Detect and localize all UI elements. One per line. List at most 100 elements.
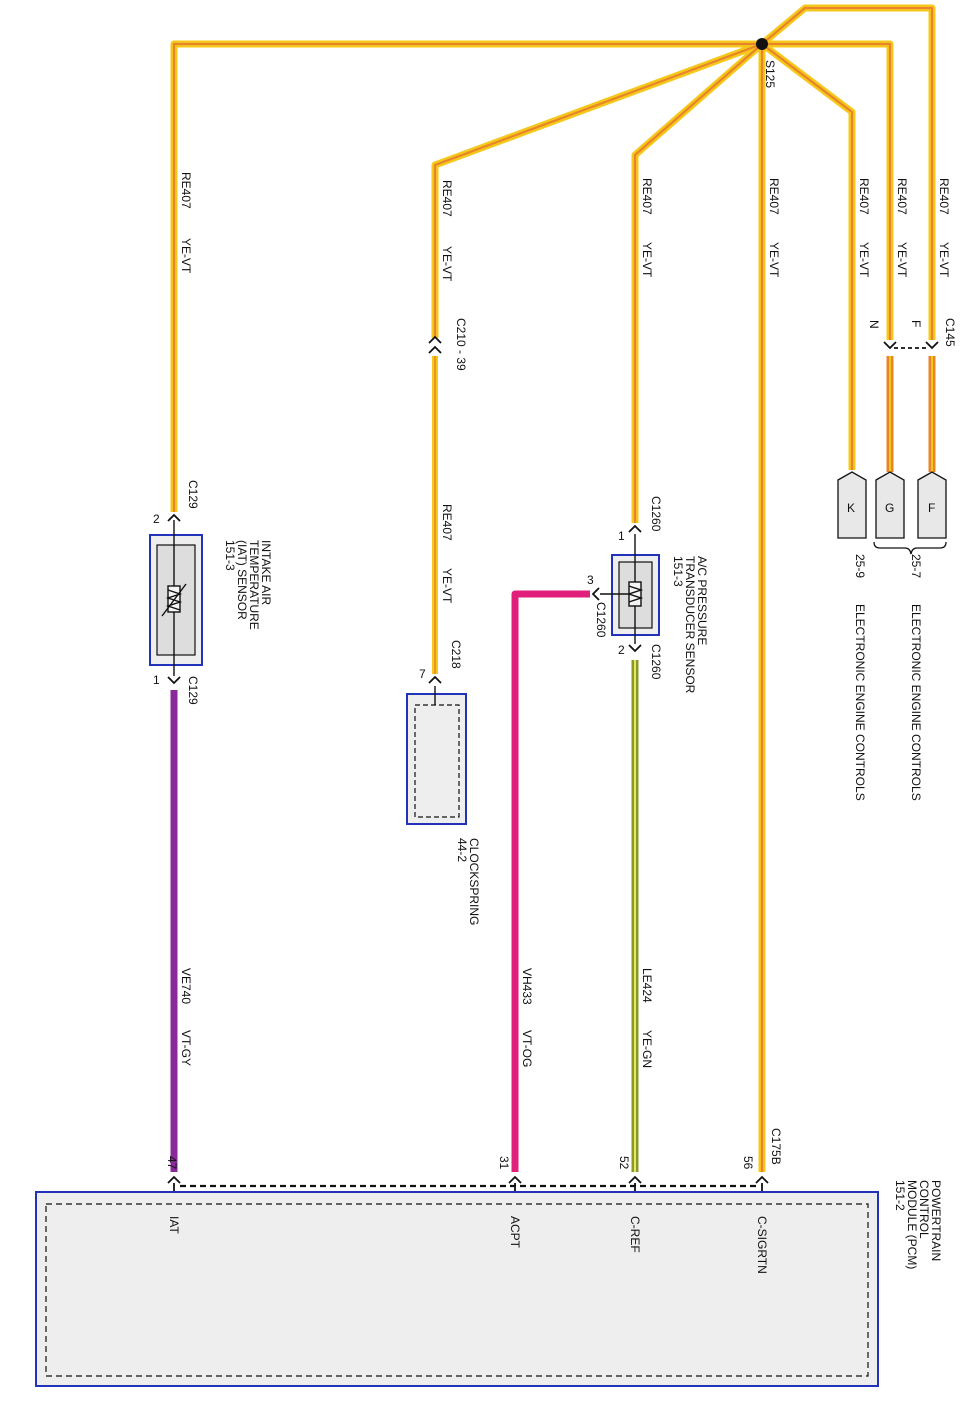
pcm-module: POWERTRAIN CONTROL MODULE (PCM) 151-2 47… [35, 1156, 943, 1387]
pin-number: 7 [419, 667, 426, 681]
component-label: CLOCKSPRING [467, 838, 481, 925]
component-label: A/C PRESSURE [695, 556, 709, 645]
pin-number: 3 [587, 573, 594, 587]
connector-c129-pin1 [167, 676, 181, 685]
connector-c145-n [883, 341, 897, 350]
wire-ref-f [759, 4, 936, 340]
wire-label-circuit: LE424 [640, 968, 654, 1003]
connector-c145-f [925, 341, 939, 350]
wire-label-circuit: RE407 [895, 178, 909, 215]
ref-letter: K [847, 501, 855, 515]
component-label: 44-2 [455, 838, 469, 862]
connector-label: C1260 [649, 496, 663, 532]
connector-c1260-pin3 [591, 587, 600, 601]
wire-acpt-signal [511, 590, 590, 1172]
wire-label-circuit: RE407 [440, 504, 454, 541]
component-label: POWERTRAIN [929, 1180, 943, 1261]
connector-labels: C210 - 39 C129 2 C129 1 C218 7 C1260 1 C… [153, 318, 957, 1165]
iat-sensor: INTAKE AIR TEMPERATURE (IAT) SENSOR 151-… [149, 520, 273, 676]
pcm-pin-number: 52 [617, 1156, 631, 1170]
connector-label: C210 - 39 [454, 318, 468, 371]
wire-label-color: YE-VT [440, 246, 454, 282]
pin-number: 1 [618, 529, 625, 543]
connector-c1260-pin1 [628, 524, 642, 533]
pin-letter: F [909, 320, 923, 327]
ref-text: ELECTRONIC ENGINE CONTROLS [909, 604, 923, 801]
ac-pressure-sensor: A/C PRESSURE TRANSDUCER SENSOR 151-3 [600, 534, 709, 694]
wire-label-color: YE-VT [857, 242, 871, 278]
component-label: 151-3 [671, 556, 685, 587]
splice-label: S125 [763, 60, 777, 88]
connector-label: C129 [186, 480, 200, 509]
ref-text: ELECTRONIC ENGINE CONTROLS [853, 604, 867, 801]
ref-page: 25-9 [853, 554, 867, 578]
signal-wires [170, 590, 639, 1172]
wire-label-circuit: RE407 [857, 178, 871, 215]
connectors [167, 335, 939, 1196]
pin-number: 2 [153, 512, 160, 526]
clockspring: CLOCKSPRING 44-2 [406, 686, 481, 925]
wire-labels: RE407 YE-VT RE407 YE-VT RE407 YE-VT RE40… [179, 172, 951, 1068]
connector-pcm-pin31 [508, 1175, 522, 1184]
ref-letter: G [885, 501, 894, 515]
reference-connectors: K G F [837, 471, 947, 555]
connector-pcm-pin52 [628, 1175, 642, 1184]
connector-label: C129 [186, 676, 200, 705]
wire-label-circuit: RE407 [937, 178, 951, 215]
pcm-pin-label: ACPT [508, 1216, 522, 1249]
ref-connector-g: G [875, 471, 905, 539]
component-label: INTAKE AIR [259, 540, 273, 605]
thermistor-icon [161, 520, 187, 676]
pcm-pin-number: 31 [497, 1156, 511, 1170]
connector-c1260-pin2 [628, 644, 642, 653]
connector-label: C218 [449, 640, 463, 669]
connector-c129-pin2 [167, 513, 181, 522]
ref-letter: F [928, 501, 935, 515]
connector-pcm-pin47 [167, 1175, 181, 1184]
pin-letter: N [867, 320, 881, 329]
connector-label: C175B [769, 1128, 783, 1165]
pin-number: 1 [153, 673, 160, 687]
connector-label: C1260 [594, 602, 608, 638]
wire-label-color: YE-VT [895, 242, 909, 278]
pcm-pin-label: C-SIGRTN [755, 1216, 769, 1274]
wire-label-color: YE-VT [179, 238, 193, 274]
pcm-pin-number: 56 [741, 1156, 755, 1170]
wire-label-circuit: RE407 [440, 180, 454, 217]
wire-label-color: YE-VT [767, 242, 781, 278]
component-label: (IAT) SENSOR [235, 540, 249, 620]
component-label: TEMPERATURE [247, 540, 261, 630]
connector-label: C145 [943, 318, 957, 347]
wire-label-circuit: VH433 [520, 968, 534, 1005]
ye-vt-wires [170, 4, 936, 1172]
wire-iat-feed [170, 40, 762, 512]
wire-label-color: YE-GN [640, 1030, 654, 1068]
splice-s125 [756, 38, 768, 50]
transducer-icon [600, 534, 644, 644]
wire-label-circuit: RE407 [767, 178, 781, 215]
reference-labels: 25-9 ELECTRONIC ENGINE CONTROLS 25-7 ELE… [853, 554, 923, 801]
wire-label-color: VT-GY [179, 1030, 193, 1066]
ref-connector-f: F [917, 471, 947, 539]
component-label: 151-2 [893, 1180, 907, 1211]
wire-label-circuit: RE407 [640, 178, 654, 215]
wire-label-color: YE-VT [640, 242, 654, 278]
wire-label-color: VT-OG [520, 1030, 534, 1067]
component-label: TRANSDUCER SENSOR [683, 556, 697, 694]
connector-pcm-pin56 [755, 1175, 769, 1184]
group-brace [873, 541, 947, 555]
component-label: MODULE (PCM) [905, 1180, 919, 1269]
wire-ac-feed [631, 41, 765, 523]
connector-c218-pin7 [428, 675, 442, 684]
ref-page: 25-7 [909, 554, 923, 578]
pcm-pin-number: 47 [165, 1156, 179, 1170]
wire-label-circuit: RE407 [179, 172, 193, 209]
pcm-pin-label: IAT [167, 1216, 181, 1234]
wire-label-color: YE-VT [440, 568, 454, 604]
connector-label: C1260 [649, 644, 663, 680]
component-label: 151-3 [223, 540, 237, 571]
component-label: CONTROL [917, 1180, 931, 1239]
wire-label-circuit: VE740 [179, 968, 193, 1004]
pcm-pin-label: C-REF [628, 1216, 642, 1253]
